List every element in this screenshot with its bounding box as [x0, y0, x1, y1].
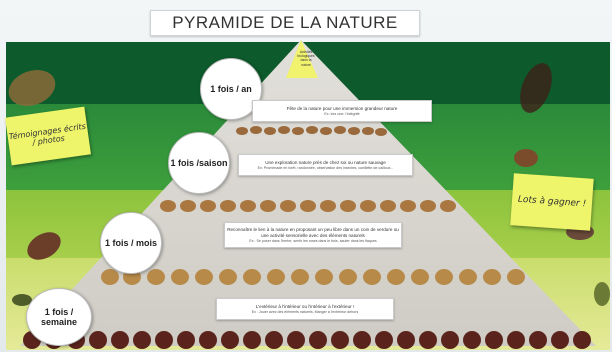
decor-leaf	[4, 64, 61, 112]
level-label-sub: Ex : Jouer avec des éléments naturels, M…	[252, 310, 359, 315]
frequency-circle-monthly: 1 fois / mois	[100, 212, 162, 274]
frequency-circle-weekly: 1 fois / semaine	[26, 288, 92, 346]
decor-leaf	[22, 227, 65, 266]
decor-leaf	[514, 149, 538, 167]
sticky-note-prizes: Lots à gagner !	[510, 173, 593, 230]
leaf-row-seasonal	[160, 200, 456, 212]
level-label-weekly: L'extérieur à l'intérieur ou l'intérieur…	[216, 298, 394, 320]
frequency-circle-seasonal: 1 fois /saison	[168, 132, 230, 194]
level-label-seasonal: Une exploration nature près de chez soi …	[238, 154, 413, 176]
decor-leaf	[514, 59, 558, 117]
level-label-sub: Ex: lors une: l'intégrité	[324, 112, 359, 117]
decor-leaf	[594, 282, 610, 306]
level-label-annual: Fête de la nature pour une immersion gra…	[252, 100, 432, 122]
apex-note-line: nature	[288, 63, 324, 67]
level-label-sub2: Ex : Se poser dans l'herbe, sentir les r…	[249, 239, 376, 244]
level-label-monthly: Reconnaître le lien à la nature en propo…	[224, 222, 402, 248]
level-label-sub: Ex: Promenade en forêt, randonnée, obser…	[258, 166, 394, 171]
apex-note: Activités biologiques dans ta nature	[288, 50, 324, 67]
poster-title: PYRAMIDE DE LA NATURE	[150, 10, 420, 36]
